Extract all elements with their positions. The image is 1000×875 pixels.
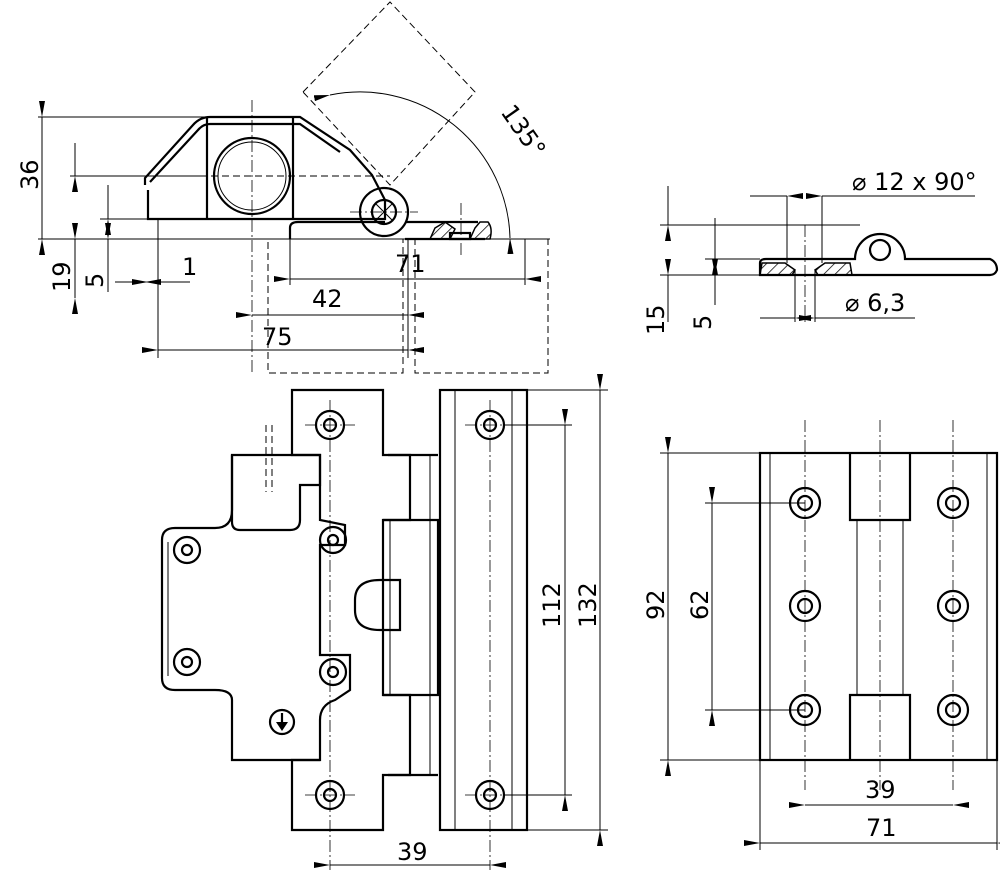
back-view: 92 62 39 71 bbox=[642, 420, 1000, 850]
hole-dim: ⌀ 6,3 bbox=[845, 289, 905, 317]
dim-75: 75 bbox=[262, 323, 293, 351]
dim-5: 5 bbox=[81, 273, 109, 288]
dim-42: 42 bbox=[312, 285, 343, 313]
dim-1: 1 bbox=[182, 253, 197, 281]
direction-arrow-icon bbox=[268, 708, 296, 736]
dim-92: 92 bbox=[642, 589, 670, 620]
side-view: 36 19 5 1 71 42 75 135° bbox=[16, 1, 551, 375]
right-leaf bbox=[438, 388, 529, 832]
dim-62: 62 bbox=[686, 589, 714, 620]
left-leaf bbox=[290, 388, 412, 832]
angle-arc bbox=[313, 91, 514, 255]
dim-5-detail: 5 bbox=[689, 315, 717, 330]
leaf bbox=[288, 220, 385, 239]
dim-71-back: 71 bbox=[866, 814, 897, 842]
back-mounting-holes bbox=[788, 486, 970, 727]
back-plate bbox=[758, 451, 999, 762]
detail-view: ⌀ 12 x 90° ⌀ 6,3 15 5 bbox=[642, 168, 999, 335]
dim-19: 19 bbox=[48, 261, 76, 292]
dim-39-back: 39 bbox=[865, 776, 896, 804]
dim-15: 15 bbox=[642, 304, 670, 335]
dim-39-front: 39 bbox=[397, 838, 428, 866]
open-position-outline bbox=[302, 1, 476, 186]
detail-leaf bbox=[758, 232, 999, 277]
dim-135-angle: 135° bbox=[495, 99, 551, 162]
countersink-dim: ⌀ 12 x 90° bbox=[852, 168, 977, 196]
dim-112: 112 bbox=[538, 582, 566, 628]
hinge-body-outline bbox=[143, 115, 387, 221]
mounting-holes bbox=[172, 400, 515, 870]
dim-36: 36 bbox=[16, 159, 44, 190]
dim-71: 71 bbox=[395, 250, 426, 278]
front-view: 112 132 39 bbox=[160, 374, 608, 870]
dim-132: 132 bbox=[574, 582, 602, 628]
latch bbox=[353, 578, 402, 632]
